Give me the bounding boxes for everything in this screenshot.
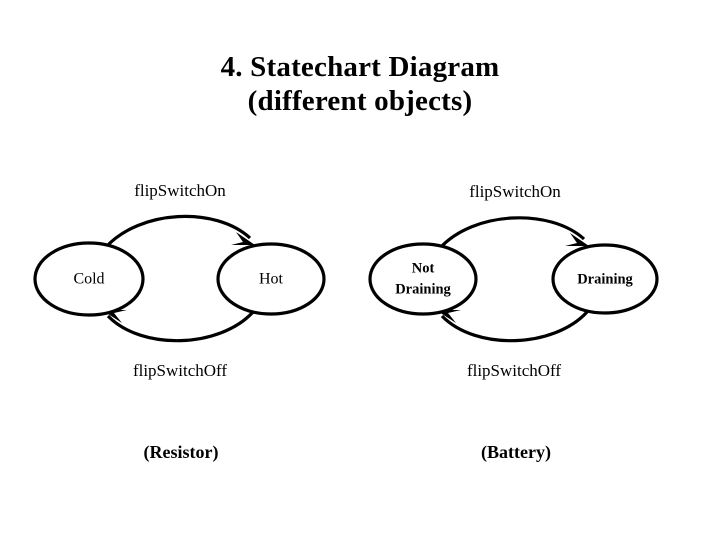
transition-draining-to-notdraining[interactable] bbox=[436, 310, 589, 343]
transition-arc-draining-to-notdraining bbox=[440, 310, 589, 343]
transition-hot-to-cold[interactable] bbox=[102, 310, 255, 343]
transition-label-notdraining-to-draining: flipSwitchOn bbox=[469, 182, 561, 201]
state-label-not-draining-line1: Not bbox=[412, 260, 435, 276]
page-title: 4. Statechart Diagram (different objects… bbox=[0, 50, 720, 118]
state-node-hot[interactable]: Hot bbox=[216, 242, 326, 316]
transition-label-hot-to-cold: flipSwitchOff bbox=[133, 361, 227, 380]
state-node-not-draining[interactable]: Not Draining bbox=[368, 242, 478, 316]
arrowhead-notdraining-to-draining bbox=[565, 233, 589, 246]
state-label-hot: Hot bbox=[259, 271, 284, 288]
transition-arc-notdraining-to-draining bbox=[438, 216, 586, 250]
state-label-draining: Draining bbox=[577, 271, 633, 287]
transition-label-draining-to-notdraining: flipSwitchOff bbox=[467, 361, 561, 380]
arrowhead-cold-to-hot bbox=[231, 232, 255, 245]
state-node-cold[interactable]: Cold bbox=[33, 241, 145, 317]
state-ellipse-hot bbox=[216, 242, 326, 316]
transition-arc-hot-to-cold bbox=[106, 310, 255, 343]
state-ellipse-cold bbox=[33, 241, 145, 317]
transition-label-cold-to-hot: flipSwitchOn bbox=[134, 181, 226, 200]
transition-notdraining-to-draining[interactable] bbox=[438, 216, 589, 250]
transition-cold-to-hot[interactable] bbox=[104, 214, 255, 249]
transition-arc-cold-to-hot bbox=[104, 214, 252, 249]
diagram-caption-resistor: (Resistor) bbox=[144, 442, 219, 463]
state-node-draining[interactable]: Draining bbox=[551, 243, 659, 315]
state-ellipse-not-draining bbox=[368, 242, 478, 316]
state-label-not-draining-line2: Draining bbox=[395, 281, 451, 297]
diagram-caption-battery: (Battery) bbox=[481, 442, 551, 463]
diagram-resistor: flipSwitchOn Cold bbox=[33, 181, 326, 463]
title-line-2: (different objects) bbox=[247, 85, 473, 118]
title-line-1: 4. Statechart Diagram bbox=[220, 51, 500, 83]
state-label-cold: Cold bbox=[73, 271, 104, 288]
state-ellipse-draining bbox=[551, 243, 659, 315]
diagram-battery: flipSwitchOn Not Draining bbox=[368, 182, 659, 463]
